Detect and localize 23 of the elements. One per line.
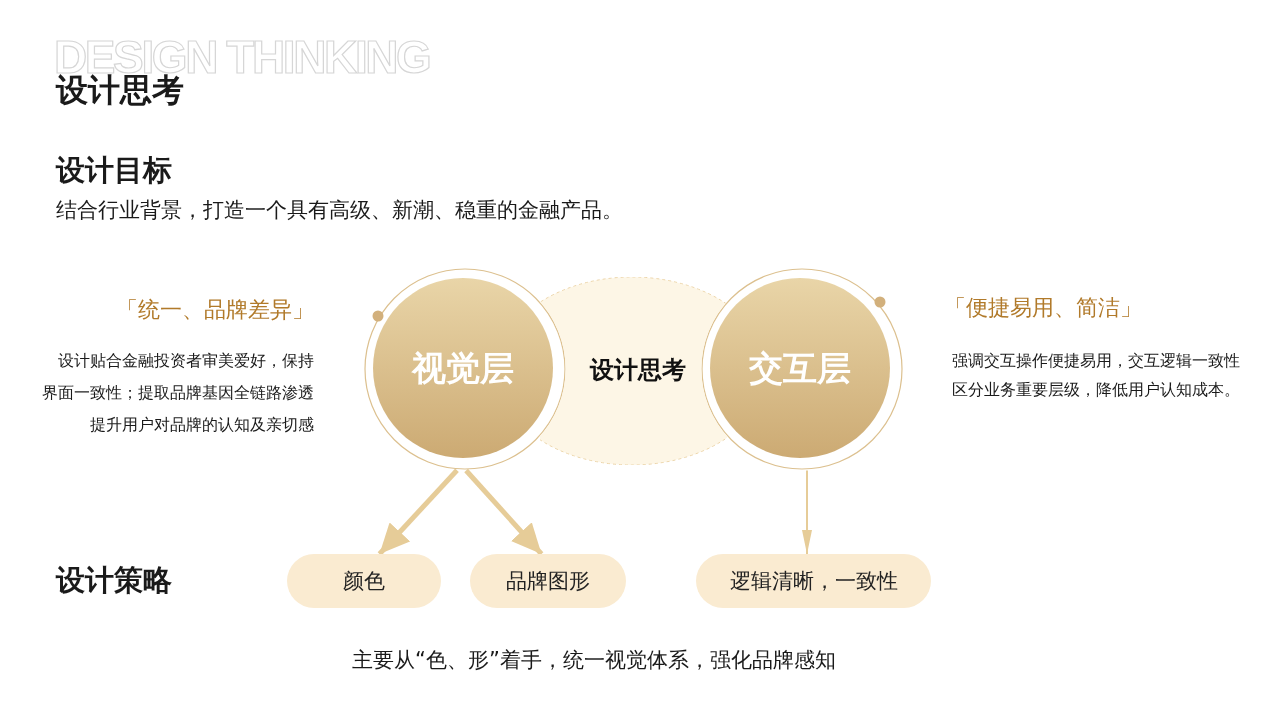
- layer-name: 交互层: [749, 351, 851, 385]
- layer-description: 设计贴合金融投资者审美爱好，保持界面一致性；提取品牌基因全链路渗透提升用户对品牌的认知及亲切感: [41, 350, 314, 436]
- layer-circle: [364, 268, 566, 470]
- arrow: [802, 469, 812, 555]
- goal-text: 结合行业背景，打造一个具有高级、新潮、稳重的金融产品。: [56, 200, 623, 221]
- strategy-pill: [696, 554, 931, 608]
- arrow: [377, 468, 459, 556]
- layer-tagline: 「统一、品牌差异」: [116, 299, 314, 321]
- section-heading: 设计目标: [56, 156, 172, 185]
- center-label: 设计思考: [589, 358, 686, 382]
- strategy-label: 颜色: [343, 570, 385, 592]
- layer-description: 强调交互操作便捷易用，交互逻辑一致性区分业务重要层级，降低用户认知成本。: [952, 350, 1241, 401]
- strategy-label: 逻辑清晰，一致性: [729, 570, 898, 592]
- strategy-label: 品牌图形: [506, 570, 590, 592]
- strategy-pill: [470, 554, 626, 608]
- summary-text: 主要从“色、形”着手，统一视觉体系，强化品牌感知: [352, 650, 836, 671]
- section-heading: 设计策略: [56, 566, 172, 595]
- layer-circle: [700, 268, 904, 470]
- strategy-pill: [287, 554, 441, 608]
- page-title: 设计思考: [56, 74, 184, 106]
- layer-tagline: 「便捷易用、简洁」: [944, 297, 1142, 319]
- layer-name: 视觉层: [412, 351, 514, 385]
- arrow: [464, 468, 544, 556]
